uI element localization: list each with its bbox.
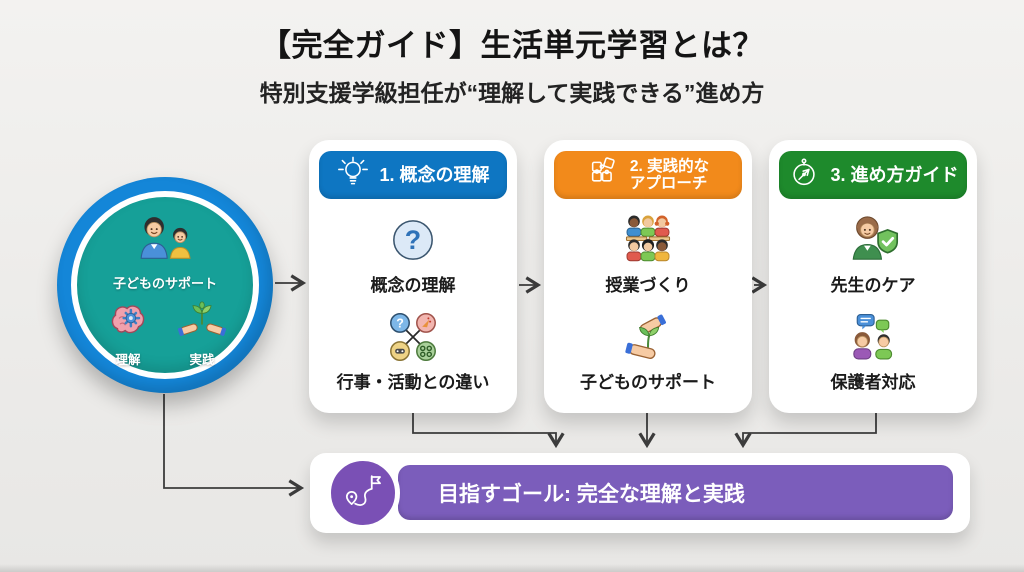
svg-text:?: ? [405,225,421,255]
hub-label: 子どものサポート [112,276,217,291]
page-title: 【完全ガイド】生活単元学習とは？ [260,28,764,63]
arrow-card1-to-goal [412,413,565,449]
goal-banner: 目指すゴール: 完全な理解と実践 [310,453,970,533]
arrow-hub-to-goal [163,394,305,497]
hands-sprout-icon [177,297,227,348]
goal-label: 目指すゴール: 完全な理解と実践 [438,482,745,506]
card2-header: 2. 実践的な アプローチ [554,151,742,199]
hub-item-label: 理解 [115,353,141,367]
hand-sprout-icon [621,312,675,362]
parents-chat-icon [846,312,900,362]
lightbulb-icon [336,156,370,195]
hub-sub-items: 理解 [103,297,227,368]
hub-item-practice: 実践 [177,297,227,368]
classroom-group-icon [620,215,676,265]
route-flag-icon [342,470,384,517]
question-circle-icon: ? [390,215,436,265]
card3-header-line: 3. 進め方ガイド [830,164,959,185]
card-concept-understanding: 1. 概念の理解 ? 概念の理解 ? [309,140,517,413]
card3-item-parents: 保護者対応 [831,312,916,393]
card-process-guide: 3. 進め方ガイド 先生のケア [769,140,977,413]
card2-header-line: 2. 実践的な [629,157,710,175]
hub-item-understanding: 理解 [103,297,153,368]
card3-item-teacher-care: 先生のケア [831,215,916,296]
card3-header-text: 3. 進め方ガイド [830,165,958,185]
card1-header: 1. 概念の理解 [319,151,507,199]
compass-icon [787,156,821,195]
card2-item-support: 子どものサポート [580,312,716,393]
header-block: 【完全ガイド】生活単元学習とは？ 特別支援学級担任が“理解して実践できる”進め方 [0,20,1024,108]
item-label: 保護者対応 [830,373,916,392]
goal-pill: 目指すゴール: 完全な理解と実践 [398,465,953,520]
goal-icon-circle [326,456,400,530]
card1-header-text: 1. 概念の理解 [379,165,489,185]
hub-item-label: 実践 [189,353,215,367]
card2-header-line: アプローチ [629,175,708,192]
puzzle-icon [587,156,621,195]
card2-header-text: 2. 実践的な アプローチ [630,158,709,193]
svg-text:?: ? [396,316,404,330]
item-label: 先生のケア [830,276,916,295]
hub-circle-inner: 子どものサポート 理解 [71,191,259,379]
comparison-circles-icon: ? [387,312,439,362]
card2-item-lesson: 授業づくり [606,215,691,296]
card-practical-approach: 2. 実践的な アプローチ [544,140,752,413]
card3-header: 3. 進め方ガイド [779,151,967,199]
adult-child-icon [126,215,204,272]
card1-header-line: 1. 概念の理解 [379,164,490,185]
item-label: 子どものサポート [580,373,716,392]
card1-item-concept: ? 概念の理解 [371,215,456,296]
hub-circle: 子どものサポート 理解 [57,177,273,393]
teacher-shield-icon [846,215,900,265]
item-label: 授業づくり [605,276,691,295]
page-subtitle: 特別支援学級担任が“理解して実践できる”進め方 [259,80,765,106]
item-label: 行事・活動との違い [336,373,490,392]
brain-gear-icon [103,297,153,348]
card1-item-differences: ? 行事・活動との違い [336,312,490,393]
item-label: 概念の理解 [370,276,456,295]
arrow-card3-to-goal [734,413,877,449]
